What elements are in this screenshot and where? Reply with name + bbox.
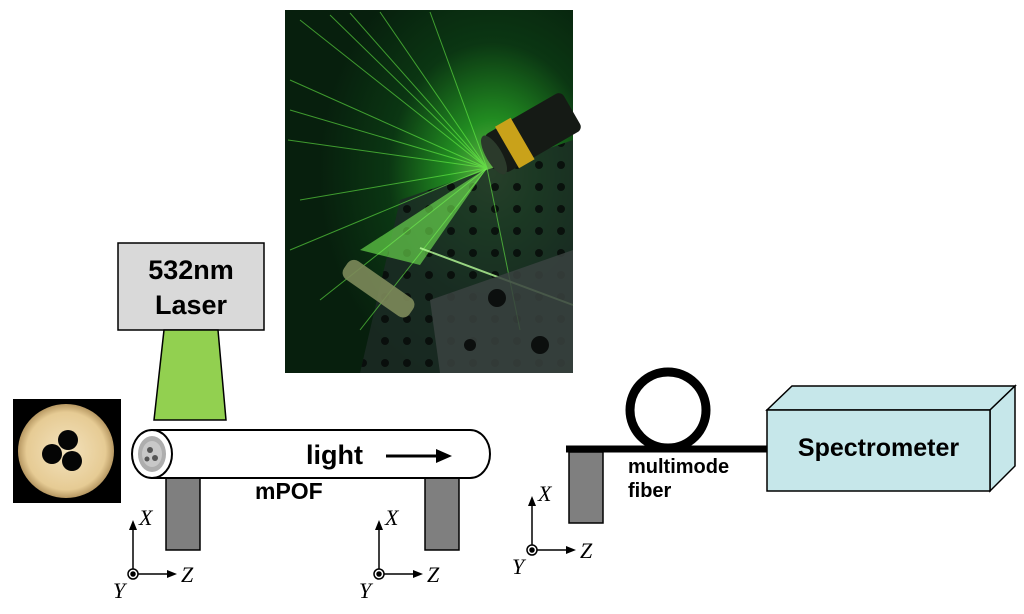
axes-triad-1 xyxy=(127,520,177,580)
laser-label-wavelength: 532nm xyxy=(148,255,234,285)
laser-label-name: Laser xyxy=(154,290,228,320)
multimode-fiber xyxy=(566,367,770,453)
axis-z-label-1: Z xyxy=(181,562,194,587)
axis-x-label-3: X xyxy=(538,481,552,506)
axis-y-label-1: Y xyxy=(113,578,126,603)
light-arrow xyxy=(386,449,452,463)
axes-triad-3 xyxy=(526,496,576,556)
axis-z-label-2: Z xyxy=(427,562,440,587)
fiber-label: fiber xyxy=(628,480,672,502)
axis-y-label-3: Y xyxy=(512,554,525,579)
mpof-label: mPOF xyxy=(255,478,323,504)
axes-triad-2 xyxy=(373,520,423,580)
mpof-cross-section-photo xyxy=(13,399,121,503)
laser-setup-photo xyxy=(285,10,581,373)
mpof-mount-right xyxy=(424,477,460,551)
mpof-fiber xyxy=(131,429,491,479)
spectrometer-box xyxy=(765,384,1017,493)
axis-x-label-1: X xyxy=(139,505,153,530)
mpof-mount-left xyxy=(165,477,201,551)
axis-z-label-3: Z xyxy=(580,538,593,563)
laser-beam xyxy=(153,329,227,421)
axis-y-label-2: Y xyxy=(359,578,372,603)
light-label: light xyxy=(306,440,363,470)
multimode-label: multimode xyxy=(628,456,730,478)
multimode-mount xyxy=(568,451,604,524)
spectrometer-label: Spectrometer xyxy=(797,434,960,462)
axis-x-label-2: X xyxy=(385,505,399,530)
